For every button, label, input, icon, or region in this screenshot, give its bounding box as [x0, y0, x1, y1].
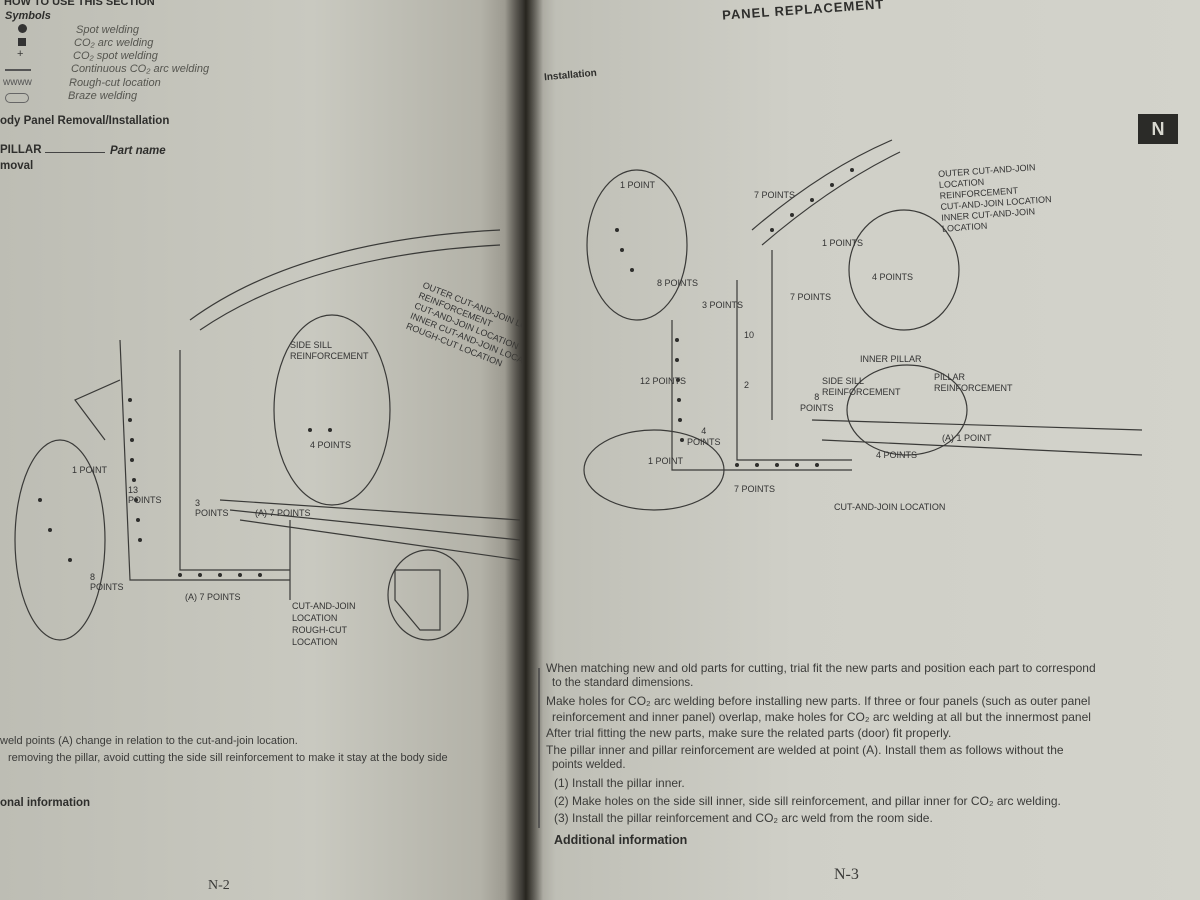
footer-heading: onal information: [0, 797, 91, 809]
removal-diagram: [14, 229, 521, 641]
diagram-label: 8 POINTS: [90, 572, 124, 592]
diagram-label: 8 POINTS: [657, 278, 699, 288]
square-icon: [18, 38, 26, 46]
note: After trial fitting the new parts, make …: [546, 726, 952, 740]
note: reinforcement and inner panel) overlap, …: [552, 710, 1091, 724]
diagram-label: INNER PILLAR: [860, 354, 922, 364]
diagram-label: 4 POINTS: [872, 272, 914, 282]
heading: ody Panel Removal/Installation: [0, 115, 170, 127]
part-label: PILLAR: [0, 144, 42, 156]
diagram-label: 2: [744, 380, 750, 390]
symbol-label: Braze welding: [68, 90, 138, 102]
diagram-label: CUT-AND-JOIN LOCATION: [834, 502, 946, 512]
part-name-label: Part name: [110, 145, 166, 157]
symbol-label: Rough-cut location: [69, 77, 161, 89]
note: weld points (A) change in relation to th…: [0, 735, 298, 747]
diagram-label: 1 POINT: [620, 180, 656, 190]
section-tab[interactable]: N: [1138, 114, 1178, 144]
subheading: moval: [0, 160, 34, 172]
installation-diagram: [583, 139, 1143, 511]
oval-icon: [5, 93, 29, 103]
diagram-label: (A) 7 POINTS: [255, 508, 311, 518]
diagram-label: 1 POINT: [72, 465, 108, 475]
diagram-label: 1 POINTS: [822, 238, 864, 248]
symbol-label: Continuous CO₂ arc welding: [71, 63, 210, 75]
diagram-label: 4 POINTS: [876, 450, 918, 460]
diagram-label: 4 POINTS: [310, 440, 352, 450]
dot-icon: [18, 24, 27, 33]
note: (1) Install the pillar inner.: [554, 776, 685, 790]
diagram-label: 13 POINTS: [128, 485, 162, 505]
note: Make holes for CO₂ arc welding before in…: [546, 694, 1091, 708]
book-spine: [505, 0, 543, 900]
diagram-label: 3 POINTS: [702, 300, 744, 310]
right-page: PANEL REPLACEMENT Installation OUTER CUT…: [522, 0, 1200, 900]
left-page: HOW TO USE THIS SECTION Symbols Spot wel…: [0, 0, 560, 900]
note: The pillar inner and pillar reinforcemen…: [546, 743, 1064, 757]
note: (3) Install the pillar reinforcement and…: [554, 811, 933, 825]
zigzag-icon: wwww: [3, 77, 32, 88]
diagram-label: (A) 1 POINT: [942, 433, 992, 443]
diagram-label: 10: [744, 330, 755, 340]
symbols-title: Symbols: [5, 10, 51, 22]
diagram-label: 7 POINTS: [754, 190, 796, 200]
page-number: N-2: [208, 878, 230, 893]
diagram-label: 7 POINTS: [734, 484, 776, 494]
symbol-label: CO₂ spot welding: [73, 50, 158, 62]
note: (2) Make holes on the side sill inner, s…: [554, 794, 1061, 808]
plus-icon: +: [17, 48, 24, 60]
symbol-label: CO₂ arc welding: [74, 37, 154, 49]
line-icon: [5, 69, 31, 71]
note: points welded.: [552, 759, 626, 771]
page-number: N-3: [834, 866, 859, 883]
note: to the standard dimensions.: [552, 677, 694, 689]
diagram-label: 1 POINT: [648, 456, 684, 466]
footer-heading: Additional information: [554, 833, 688, 847]
note: removing the pillar, avoid cutting the s…: [8, 752, 448, 764]
note: When matching new and old parts for cutt…: [546, 661, 1096, 675]
section-header: HOW TO USE THIS SECTION: [4, 0, 155, 8]
leader-line: [45, 152, 105, 153]
diagram-label: 3 POINTS: [195, 498, 229, 518]
symbol-label: Spot welding: [76, 24, 139, 36]
diagram-label: 12 POINTS: [640, 376, 687, 386]
diagram-label: (A) 7 POINTS: [185, 592, 241, 602]
diagram-label: 7 POINTS: [790, 292, 832, 302]
